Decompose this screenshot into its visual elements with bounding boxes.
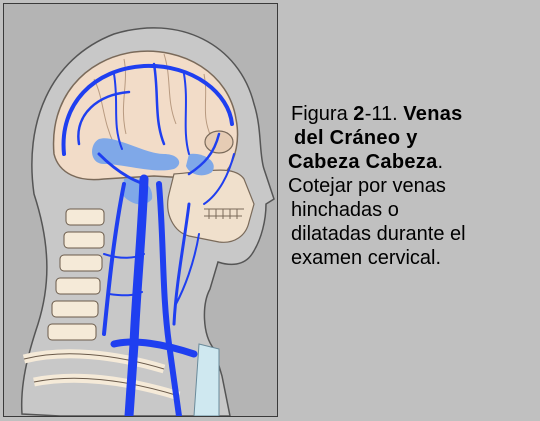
jaw: [167, 169, 255, 243]
caption-line-2: del Cráneo y: [288, 126, 538, 150]
caption-desc-1: Cotejar por venas: [288, 175, 446, 197]
caption-line-3: Cabeza Cabeza.: [288, 150, 538, 174]
cervical-spine: [22, 208, 181, 401]
caption-desc-3: dilatadas durante el: [291, 223, 466, 245]
figure-title-part3: Cabeza Cabeza: [288, 151, 438, 173]
figure-prefix: Figura: [291, 103, 354, 125]
caption-line-1: Figura 2-11. Venas: [288, 102, 538, 126]
figure-number-bold: 2: [353, 103, 365, 125]
figure-caption: Figura 2-11. Venas del Cráneo y Cabeza C…: [288, 102, 538, 270]
figure-title-part2: del Cráneo y: [294, 127, 418, 149]
eye-socket: [204, 130, 234, 154]
figure-title-part1: Venas: [403, 103, 463, 125]
caption-desc-2: hinchadas o: [291, 199, 399, 221]
caption-desc-4: examen cervical.: [291, 247, 442, 269]
veins: [61, 62, 235, 416]
head-veins-diagram: [20, 27, 275, 416]
skull-sutures: [93, 53, 213, 145]
figure-number-rest: -11.: [364, 103, 404, 125]
figure-title-period: .: [437, 151, 444, 173]
trachea: [193, 343, 220, 416]
teeth: [204, 208, 244, 219]
figure-illustration: [3, 3, 278, 417]
